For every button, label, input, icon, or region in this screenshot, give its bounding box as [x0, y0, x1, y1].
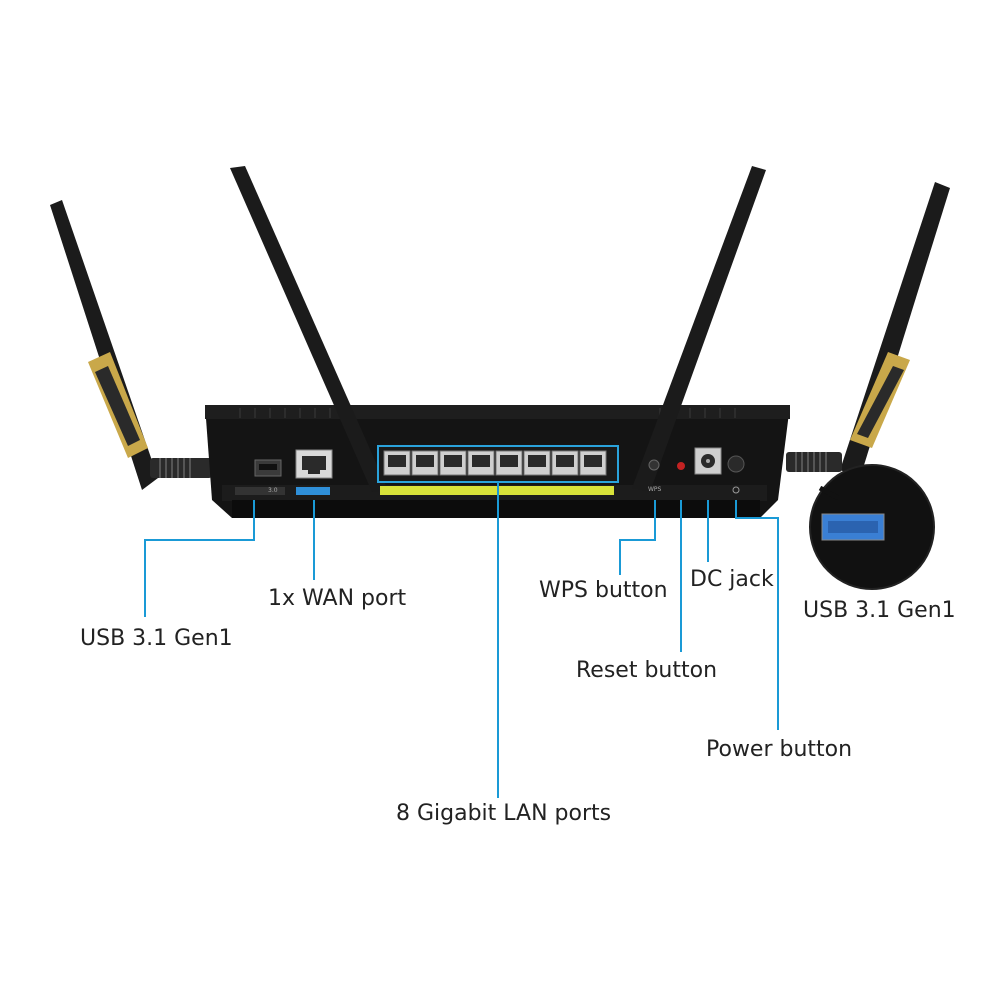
label-wps-button: WPS button	[539, 578, 668, 603]
leader-usb-left	[144, 500, 255, 617]
leader-wps	[619, 500, 656, 575]
label-wan-port: 1x WAN port	[268, 586, 407, 611]
label-usb-right: USB 3.1 Gen1	[803, 598, 956, 623]
antenna-center-left	[230, 166, 388, 492]
wps-mark: WPS	[648, 486, 662, 493]
antenna-center-right	[632, 166, 766, 492]
antenna-far-left	[50, 200, 212, 490]
label-lan-ports: 8 Gigabit LAN ports	[396, 801, 612, 826]
wan-ethernet-port-icon	[295, 449, 333, 495]
power-icon	[732, 486, 740, 494]
usb-inset-callout	[809, 464, 935, 590]
label-dc-jack: DC jack	[690, 567, 774, 592]
label-reset-button: Reset button	[576, 658, 718, 683]
callout-lines	[144, 482, 779, 798]
antenna-far-right	[786, 182, 950, 478]
leader-power	[735, 500, 779, 730]
dc-jack-icon	[694, 447, 722, 475]
usb-port-icon	[235, 459, 285, 495]
label-power-button: Power button	[706, 737, 853, 762]
power-button-icon	[727, 455, 745, 473]
label-usb-left: USB 3.1 Gen1	[80, 626, 233, 651]
usb-version-mark: 3.0	[268, 487, 278, 494]
reset-button-icon	[677, 462, 685, 470]
wps-button-icon	[648, 459, 660, 471]
